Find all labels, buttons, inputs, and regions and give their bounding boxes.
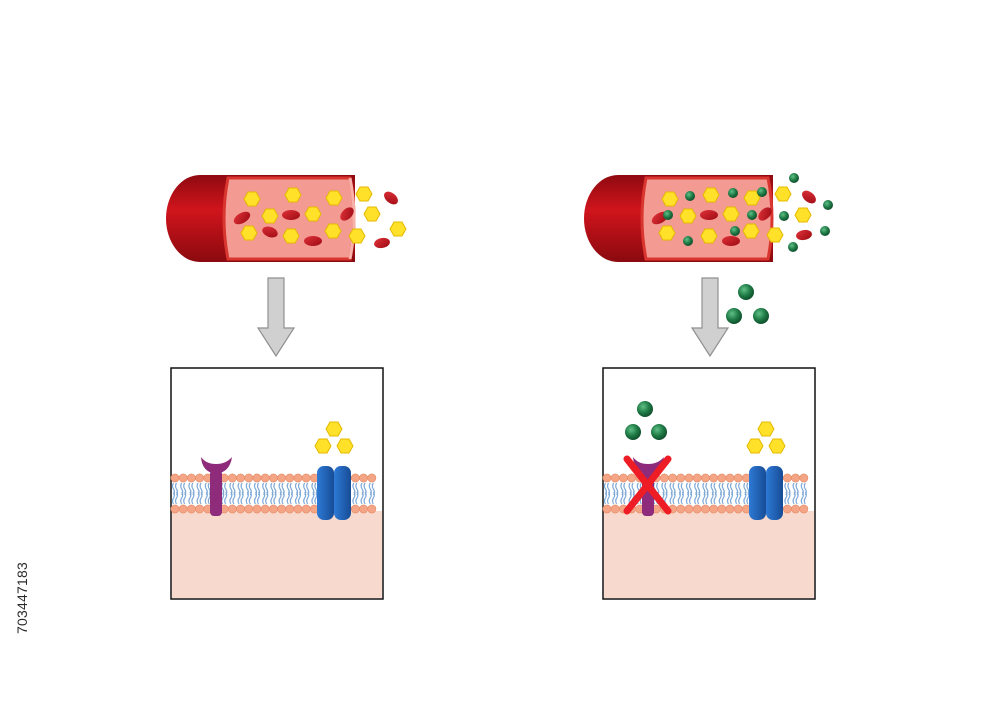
lipid-head	[196, 505, 204, 513]
lipid-head	[237, 474, 245, 482]
lipid-head	[693, 505, 701, 513]
cell-panel-left	[171, 368, 383, 599]
lipid-head	[253, 505, 261, 513]
lipid-head	[187, 474, 195, 482]
lipid-head	[228, 474, 236, 482]
lipid-head	[261, 474, 269, 482]
lipid-head	[245, 474, 253, 482]
arrow-down-left	[258, 278, 294, 356]
transporter-right	[749, 466, 783, 520]
vessel-right	[584, 175, 773, 262]
lipid-head	[360, 474, 368, 482]
lipid-head	[792, 474, 800, 482]
lipid-head	[701, 505, 709, 513]
lipid-head	[269, 474, 277, 482]
green-molecule-cluster-floating	[726, 284, 769, 324]
lipid-head	[302, 474, 310, 482]
lipid-head	[171, 505, 179, 513]
stock-id-label: 703447183	[2, 488, 42, 708]
lipid-head	[701, 474, 709, 482]
lipid-head	[171, 474, 179, 482]
lipid-head	[368, 505, 376, 513]
lipid-head	[685, 474, 693, 482]
lipid-head	[253, 474, 261, 482]
lipid-head	[718, 474, 726, 482]
lipid-head	[710, 505, 718, 513]
lipid-head	[611, 505, 619, 513]
lipid-head	[294, 505, 302, 513]
lipid-head	[783, 474, 791, 482]
lipid-head	[677, 474, 685, 482]
lipid-head	[286, 474, 294, 482]
lipid-head	[792, 505, 800, 513]
lipid-head	[245, 505, 253, 513]
lipid-head	[603, 474, 611, 482]
lipid-head	[228, 505, 236, 513]
lipid-head	[187, 505, 195, 513]
lipid-head	[603, 505, 611, 513]
lipid-head	[800, 505, 808, 513]
lipid-head	[360, 505, 368, 513]
lipid-head	[278, 474, 286, 482]
cell-panel-right	[603, 368, 815, 599]
lipid-head	[628, 474, 636, 482]
vessel-left	[166, 175, 355, 262]
lipid-head	[368, 474, 376, 482]
lipid-head	[611, 474, 619, 482]
lipid-head	[351, 474, 359, 482]
arrow-down-right	[692, 278, 728, 356]
lipid-head	[619, 474, 627, 482]
lipid-head	[734, 505, 742, 513]
lipid-head	[726, 505, 734, 513]
lipid-head	[237, 505, 245, 513]
lipid-head	[179, 474, 187, 482]
lipid-head	[294, 474, 302, 482]
lipid-head	[718, 505, 726, 513]
lipid-head	[278, 505, 286, 513]
lipid-head	[783, 505, 791, 513]
lipid-head	[685, 505, 693, 513]
lipid-head	[261, 505, 269, 513]
lipid-head	[710, 474, 718, 482]
transporter-left	[317, 466, 351, 520]
lipid-head	[800, 474, 808, 482]
lipid-head	[660, 474, 668, 482]
lipid-head	[302, 505, 310, 513]
lipid-head	[734, 474, 742, 482]
lipid-head	[179, 505, 187, 513]
lipid-head	[726, 474, 734, 482]
lipid-head	[351, 505, 359, 513]
lipid-head	[269, 505, 277, 513]
stock-id-text: 703447183	[14, 562, 30, 634]
lipid-head	[677, 505, 685, 513]
lipid-head	[669, 474, 677, 482]
lipid-head	[693, 474, 701, 482]
lipid-head	[196, 474, 204, 482]
lipid-head	[286, 505, 294, 513]
